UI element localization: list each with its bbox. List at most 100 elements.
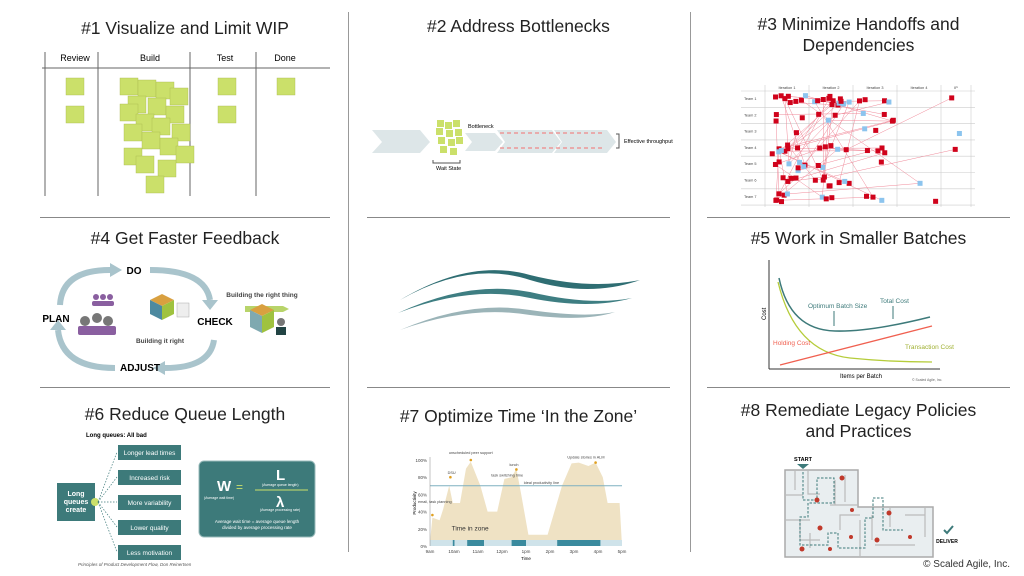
iteration-label: Iteration 1 xyxy=(779,86,796,90)
building-it-right-label: Building it right xyxy=(136,338,185,345)
checklist-icon xyxy=(176,302,190,318)
effect-label: Less motivation xyxy=(127,550,173,557)
flow-arrow xyxy=(497,130,561,153)
row-divider xyxy=(707,217,1010,218)
l-label: (Average queue length) xyxy=(262,483,299,487)
y-tick-label: 100% xyxy=(415,458,427,463)
dependency-line xyxy=(787,120,893,149)
wait-state-label: Wait State xyxy=(436,166,461,172)
team-card xyxy=(786,161,792,167)
dependency-line xyxy=(775,120,780,194)
dependency-card xyxy=(933,198,939,204)
dependency-card xyxy=(793,175,799,181)
dependency-line xyxy=(846,97,952,150)
formula-lambda: λ xyxy=(276,494,285,511)
x-axis-label: Time xyxy=(521,556,531,561)
iteration-label: Iteration 2 xyxy=(823,86,840,90)
dependency-card xyxy=(787,100,793,106)
queue-heading: Long queues: All bad xyxy=(86,433,147,439)
panel-6-title: #6 Reduce Queue Length xyxy=(84,404,286,424)
dependency-card xyxy=(773,112,779,118)
dependency-card xyxy=(823,196,829,202)
dependency-card xyxy=(827,93,833,99)
sticky-note xyxy=(448,139,455,146)
dependency-line xyxy=(788,115,836,165)
sticky-note xyxy=(446,130,453,137)
dependency-line xyxy=(780,95,806,166)
iteration-label: IP xyxy=(954,86,958,90)
dependency-card xyxy=(772,161,778,167)
iteration-label: Iteration 3 xyxy=(867,86,884,90)
team-card xyxy=(825,117,831,123)
formula-equals: = xyxy=(236,480,243,494)
dependency-card xyxy=(782,148,788,154)
row-divider xyxy=(367,387,670,388)
x-tick-label: 10am xyxy=(448,549,460,554)
panel-2-title: #2 Address Bottlenecks xyxy=(427,16,610,36)
sticky-note xyxy=(437,120,444,127)
sticky-note xyxy=(453,120,460,127)
formula-box xyxy=(198,460,316,538)
x-axis-label: Items per Batch xyxy=(840,374,882,380)
dependency-line xyxy=(797,114,819,149)
event-marker xyxy=(431,513,434,517)
dependency-card xyxy=(829,102,835,108)
lambda-label: (Average processing rate) xyxy=(260,508,300,512)
sticky-note xyxy=(456,137,463,144)
dependency-card xyxy=(949,95,955,101)
deliver-label: DELIVER xyxy=(936,539,958,545)
footer-copyright: © Scaled Agile, Inc. xyxy=(923,559,1010,570)
team-card xyxy=(842,178,848,184)
delivery-path xyxy=(799,472,903,549)
dependency-card xyxy=(832,112,838,118)
holding-cost-line xyxy=(779,325,933,366)
dependency-card xyxy=(846,180,852,186)
effect-label: Increased risk xyxy=(129,475,170,482)
y-tick-label: 20% xyxy=(418,527,427,532)
sticky-note xyxy=(455,129,462,136)
sticky-note xyxy=(65,105,85,124)
effect-box xyxy=(118,495,181,510)
team-label: Team 1 xyxy=(744,97,756,101)
team-card xyxy=(819,194,825,200)
panel-4-title: #4 Get Faster Feedback xyxy=(90,228,280,248)
adjust-label: ADJUST xyxy=(120,363,160,374)
dependency-line xyxy=(784,102,840,152)
x-tick-label: 5pm xyxy=(618,549,627,554)
annotation: Update stories in ALM xyxy=(567,455,604,459)
dependency-line xyxy=(822,101,850,168)
cube-icon xyxy=(150,294,174,320)
annotation: DSU xyxy=(448,471,456,475)
flow-arrow xyxy=(372,130,430,153)
flow-arrow xyxy=(465,133,503,151)
dependency-card xyxy=(769,151,775,157)
plan-label: PLAN xyxy=(42,314,69,325)
formula-l: L xyxy=(276,467,285,484)
sticky-note xyxy=(171,123,191,142)
team-label: Team 3 xyxy=(744,130,756,134)
transaction-cost-label: Transaction Cost xyxy=(905,344,954,351)
dependency-card xyxy=(815,98,821,104)
sticky-note xyxy=(440,146,447,153)
flow-arrow xyxy=(554,130,616,153)
dependency-card xyxy=(821,174,827,180)
x-tick-label: 3pm xyxy=(570,549,579,554)
effect-box xyxy=(118,545,181,560)
building-right-thing-label: Building the right thing xyxy=(226,292,298,299)
dependency-card xyxy=(870,194,876,200)
column-divider-1 xyxy=(348,12,349,552)
dependency-card xyxy=(788,175,794,181)
dependency-card xyxy=(815,162,821,168)
event-marker xyxy=(515,468,518,471)
dependency-card xyxy=(882,150,888,156)
dependency-line xyxy=(787,183,921,195)
explanation: divided by average processing rate xyxy=(222,525,292,530)
dependency-card xyxy=(773,118,779,124)
team-label: Team 5 xyxy=(744,162,756,166)
team-label: Team 4 xyxy=(744,146,756,150)
check-icon xyxy=(943,525,954,535)
team-card xyxy=(784,191,790,197)
team-card xyxy=(801,164,807,170)
